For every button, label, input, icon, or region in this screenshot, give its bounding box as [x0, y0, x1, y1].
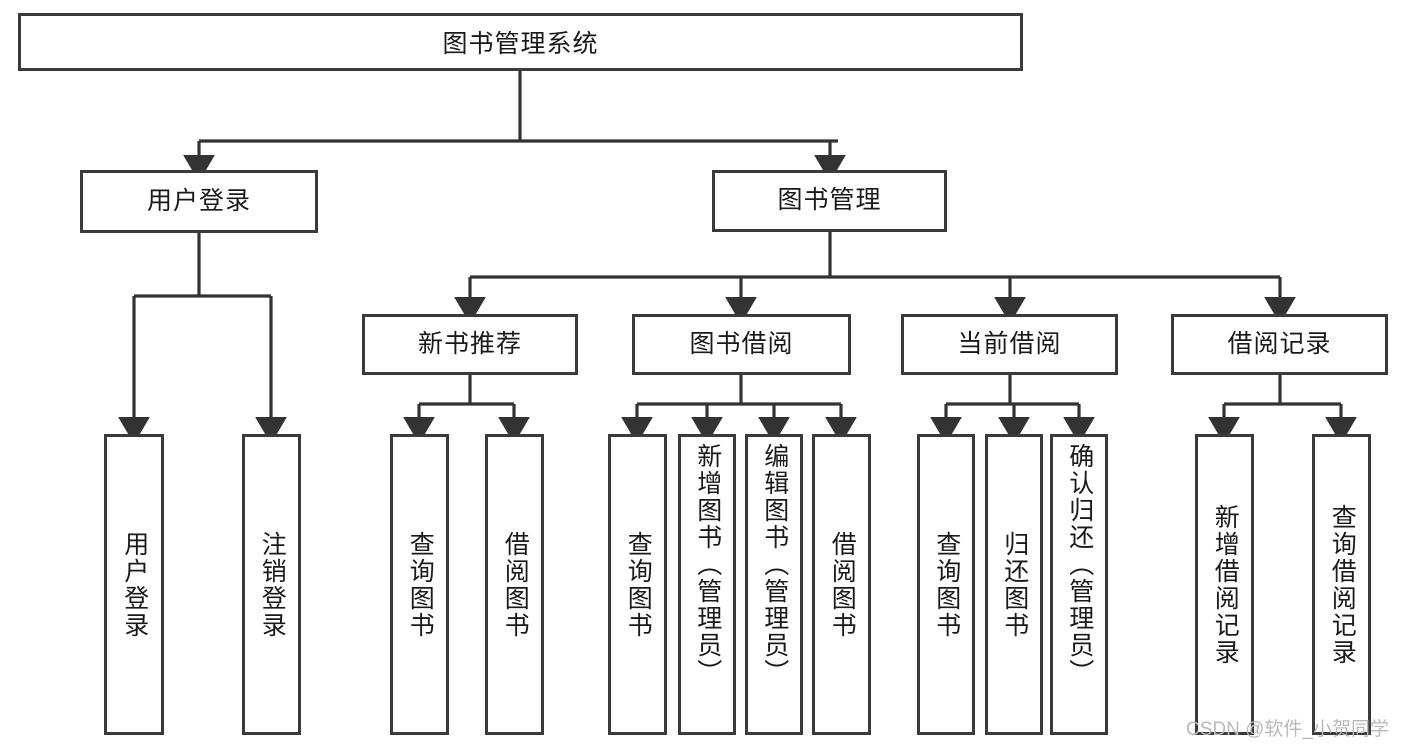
node-leaf-query-book-2-label: 查询图书 [624, 530, 653, 639]
node-leaf-add-book-label: 新增图书（管理员） [693, 443, 722, 686]
node-leaf-edit-book-label: 编辑图书（管理员） [760, 443, 789, 686]
node-leaf-add-record[interactable]: 新增借阅记录 [1195, 434, 1254, 735]
node-user-login-label: 用户登录 [146, 186, 251, 215]
node-leaf-query-book-1[interactable]: 查询图书 [390, 434, 449, 735]
node-leaf-confirm-return-label: 确认归还（管理员） [1065, 443, 1094, 686]
node-leaf-user-login-label: 用户登录 [120, 530, 149, 639]
node-leaf-query-book-3-label: 查询图书 [932, 530, 961, 639]
node-leaf-query-book-3[interactable]: 查询图书 [917, 434, 975, 735]
node-leaf-borrow-book-2-label: 借阅图书 [828, 530, 857, 639]
node-book-manage-label: 图书管理 [777, 186, 882, 215]
node-leaf-user-login[interactable]: 用户登录 [104, 434, 164, 735]
node-user-login[interactable]: 用户登录 [80, 170, 318, 233]
node-leaf-borrow-book-2[interactable]: 借阅图书 [812, 434, 871, 735]
node-leaf-add-book[interactable]: 新增图书（管理员） [678, 434, 736, 735]
node-leaf-logout[interactable]: 注销登录 [242, 434, 301, 735]
node-borrow-record-label: 借阅记录 [1227, 329, 1332, 358]
node-leaf-edit-book[interactable]: 编辑图书（管理员） [745, 434, 803, 735]
node-root-label: 图书管理系统 [442, 30, 599, 58]
node-new-book-rec[interactable]: 新书推荐 [362, 314, 578, 375]
node-leaf-query-record-label: 查询借阅记录 [1328, 503, 1357, 666]
node-leaf-query-book-1-label: 查询图书 [406, 530, 435, 639]
node-book-borrow[interactable]: 图书借阅 [632, 314, 851, 375]
node-leaf-borrow-book-1[interactable]: 借阅图书 [485, 434, 544, 735]
node-leaf-query-book-2[interactable]: 查询图书 [608, 434, 667, 735]
node-new-book-rec-label: 新书推荐 [417, 329, 522, 358]
node-leaf-confirm-return[interactable]: 确认归还（管理员） [1050, 434, 1108, 735]
node-book-borrow-label: 图书借阅 [689, 329, 794, 358]
node-current-borrow[interactable]: 当前借阅 [901, 314, 1118, 375]
node-leaf-query-record[interactable]: 查询借阅记录 [1312, 434, 1371, 735]
csdn-watermark: CSDN @软件_小贺同学 [1186, 719, 1389, 740]
node-book-manage[interactable]: 图书管理 [712, 170, 947, 232]
node-leaf-borrow-book-1-label: 借阅图书 [501, 530, 530, 639]
node-root[interactable]: 图书管理系统 [18, 13, 1023, 71]
node-borrow-record[interactable]: 借阅记录 [1171, 314, 1388, 375]
node-leaf-return-book-label: 归还图书 [1000, 530, 1029, 639]
node-leaf-add-record-label: 新增借阅记录 [1211, 503, 1240, 666]
node-leaf-logout-label: 注销登录 [258, 530, 287, 639]
node-current-borrow-label: 当前借阅 [957, 329, 1062, 358]
node-leaf-return-book[interactable]: 归还图书 [985, 434, 1043, 735]
